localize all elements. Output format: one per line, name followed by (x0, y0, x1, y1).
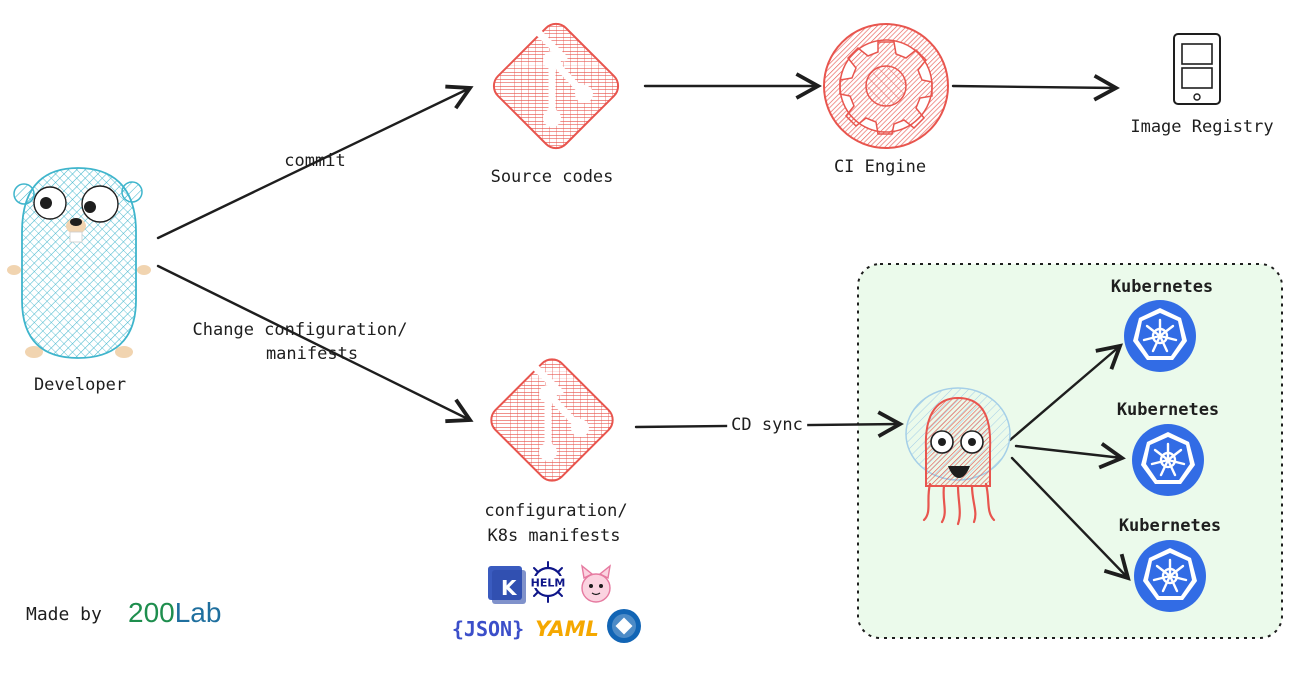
made-by-label: Made by (26, 604, 102, 625)
config-repo-label-line1: configuration/ (484, 501, 628, 521)
developer-label: Developer (33, 375, 127, 395)
git-icon-source (492, 22, 620, 150)
jsonnet-cat-icon (581, 564, 611, 603)
brand-logo: 200Lab (128, 597, 221, 629)
image-registry-label: Image Registry (1130, 117, 1274, 137)
change-edge-label-line2: manifests (265, 344, 359, 364)
edge-ci-to-registry (951, 74, 1120, 102)
helm-label: HELM (531, 577, 566, 590)
kustomize-icon: K (488, 566, 526, 604)
k8s-label-3: Kubernetes (1118, 516, 1222, 536)
brand-part2: Lab (174, 597, 222, 628)
change-edge-label-line1: Change configuration/ (192, 320, 408, 340)
edge-argo-to-k8s-1 (1008, 343, 1124, 442)
commit-edge-label: commit (284, 151, 346, 171)
gopher-icon (7, 167, 151, 359)
yaml-logo: YAML (535, 617, 599, 641)
k8s-label-2: Kubernetes (1116, 400, 1220, 420)
ci-engine-label: CI Engine (833, 157, 927, 177)
edge-change-config (156, 264, 474, 424)
cd-sync-text: CD sync (727, 415, 807, 435)
edges (156, 72, 1131, 581)
gear-icon (823, 23, 949, 149)
k8s-label-1: Kubernetes (1110, 277, 1214, 297)
cd-sync-edge-label: CD sync (727, 414, 807, 436)
config-repo-label-line2: K8s manifests (487, 526, 621, 546)
source-codes-label: Source codes (490, 167, 614, 187)
registry-icon (1173, 33, 1221, 105)
k8s-icon-3 (1134, 540, 1206, 612)
edge-commit (156, 84, 474, 240)
kustomize-label: K (501, 576, 518, 600)
brand-part1: 200 (128, 597, 175, 628)
edge-argo-to-k8s-3 (1010, 456, 1131, 581)
git-icon-config (490, 358, 614, 482)
helm-icon: HELM (529, 561, 567, 603)
cue-icon (607, 609, 641, 643)
json-logo: {JSON} (452, 617, 524, 641)
argocd-icon (905, 387, 1011, 526)
edge-argo-to-k8s-2 (1014, 442, 1126, 470)
k8s-icon-1 (1124, 300, 1196, 372)
k8s-icon-2 (1132, 424, 1204, 496)
